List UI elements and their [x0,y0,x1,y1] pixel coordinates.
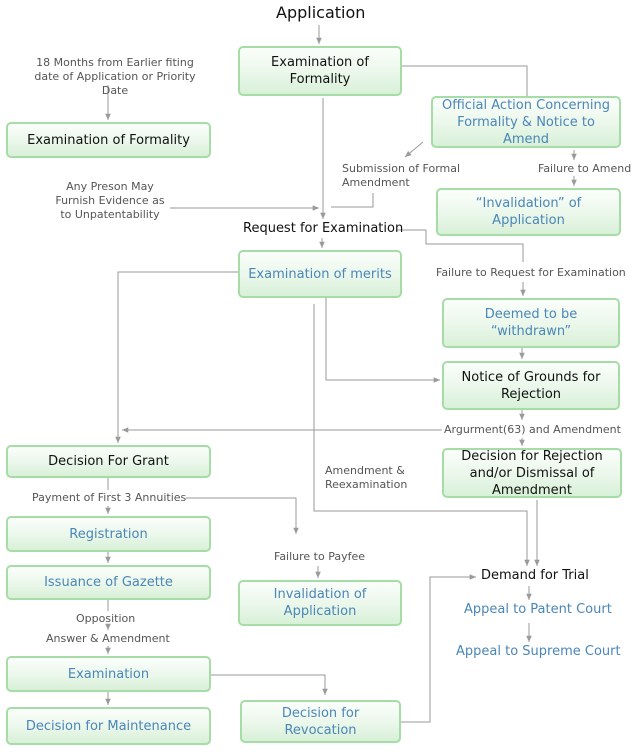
examination-box: Examination [6,656,211,692]
request-examination-label: Request for Examination [243,221,404,236]
payment-annuities-label: Payment of First 3 Annuities [32,491,187,504]
failure-payfee-label: Failure to Payfee [274,550,366,563]
decision-grant-box: Decision For Grant [6,445,211,478]
decision-rejection-box: Decision for Rejection and/or Dismissal … [442,448,622,498]
official-action-box: Official Action Concerning Formality & N… [431,96,621,148]
issuance-gazette-box: Issuance of Gazette [6,565,211,600]
deemed-withdrawn-label: Deemed to be “withdrawn” [484,307,578,339]
appeal-supreme-court-label: Appeal to Supreme Court [456,644,621,659]
eighteen-months-label: 18 Months from Earlier fiting date of Ap… [34,56,196,97]
exam-merits-label: Examination of merits [248,266,392,282]
examination-label: Examination [67,666,150,682]
decision-revocation-label: Decision for Revocation [281,705,360,738]
argument-amendment-label: Argurment(63) and Amendment [444,423,621,436]
decision-maintenance-box: Decision for Maintenance [6,707,211,745]
failure-amend-label: Failure to Amend [538,162,632,175]
application-title: Application [276,3,366,22]
failure-request-label: Failure to Request for Examination [436,266,626,279]
issuance-gazette-label: Issuance of Gazette [44,575,173,590]
invalidation-application-top-box: “Invalidation” of Application [436,188,621,236]
exam-formality-top-box: Examination of Formality [238,46,402,96]
invalidation-application-mid-box: Invalidation of Application [238,580,402,626]
decision-grant-label: Decision For Grant [48,454,169,469]
exam-merits-box: Examination of merits [238,250,402,298]
registration-box: Registration [6,516,211,552]
deemed-withdrawn-box: Deemed to be “withdrawn” [442,298,620,348]
invalidation-application-top-label: “Invalidation” of Application [475,196,582,228]
notice-grounds-label: Notice of Grounds for Rejection [461,369,601,402]
notice-grounds-box: Notice of Grounds for Rejection [442,361,620,410]
decision-rejection-label: Decision for Rejection and/or Dismissal … [461,448,603,498]
opposition-label: Opposition [76,612,136,625]
decision-revocation-box: Decision for Revocation [240,700,401,743]
invalidation-application-mid-label: Invalidation of Application [273,587,367,619]
any-person-label: Any Preson May Furnish Evidence as to Un… [55,180,165,221]
exam-formality-left-label: Examination of Formality [27,132,190,148]
registration-label: Registration [69,526,148,542]
exam-formality-left-box: Examination of Formality [6,122,211,158]
amendment-reexamination-label: Amendment & Reexamination [325,464,408,491]
decision-maintenance-label: Decision for Maintenance [25,718,192,734]
submission-label: Submission of Formal Amendment [342,162,461,189]
exam-formality-top-label: Examination of Formality [271,55,369,87]
appeal-patent-court-label: Appeal to Patent Court [464,602,612,617]
answer-amendment-label: Answer & Amendment [46,632,170,645]
official-action-label: Official Action Concerning Formality & N… [442,97,610,147]
demand-trial-label: Demand for Trial [481,568,589,583]
